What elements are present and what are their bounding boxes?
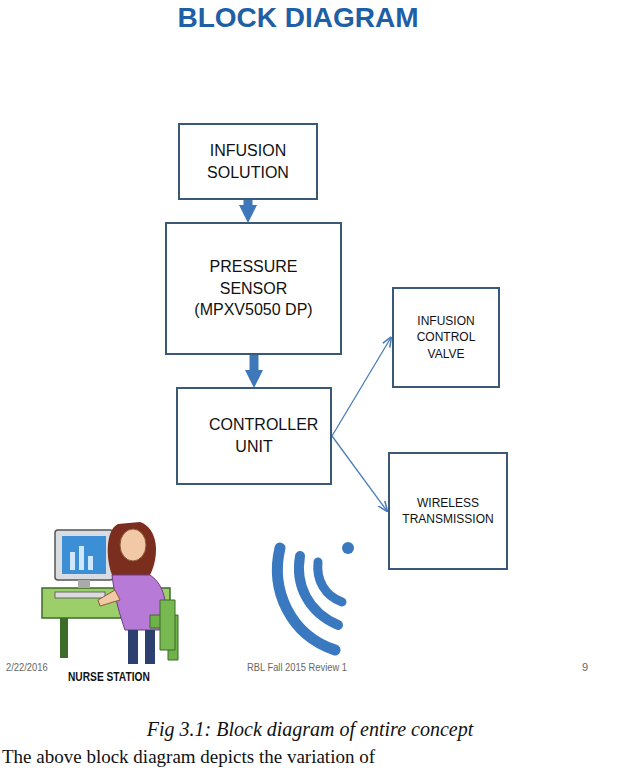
controller-box: CONTROLLER UNIT: [176, 387, 332, 485]
valve-box: INFUSION CONTROL VALVE: [392, 287, 500, 388]
transmission-box: WIRELESS TRANSMISSION: [388, 452, 508, 570]
node-text: WIRELESS TRANSMISSION: [400, 495, 496, 527]
date-footer: 2/22/2016: [6, 661, 48, 673]
slide-title: BLOCK DIAGRAM: [177, 2, 418, 34]
node-text: INFUSION SOLUTION: [198, 140, 298, 183]
station-label: NURSE STATION: [68, 670, 150, 684]
figure-caption: Fig 3.1: Block diagram of entire concept: [147, 718, 473, 741]
body-text: The above block diagram depicts the vari…: [2, 746, 375, 768]
slide-footer: RBL Fall 2015 Review 1: [247, 661, 347, 673]
source-box: INFUSION SOLUTION: [178, 123, 318, 200]
node-text: PRESSURE SENSOR (MPXV5050 DP): [189, 256, 319, 321]
flow-arrow: [250, 355, 259, 379]
page-number: 9: [582, 661, 588, 673]
wireless-icon: [277, 542, 354, 650]
signal-arrow: [332, 436, 387, 511]
nurse-station-clipart: [42, 522, 178, 664]
node-text: INFUSION CONTROL VALVE: [404, 313, 488, 362]
flow-arrow: [244, 200, 253, 214]
sensor-box: PRESSURE SENSOR (MPXV5050 DP): [165, 222, 342, 355]
node-text: CONTROLLER UNIT: [209, 414, 299, 457]
